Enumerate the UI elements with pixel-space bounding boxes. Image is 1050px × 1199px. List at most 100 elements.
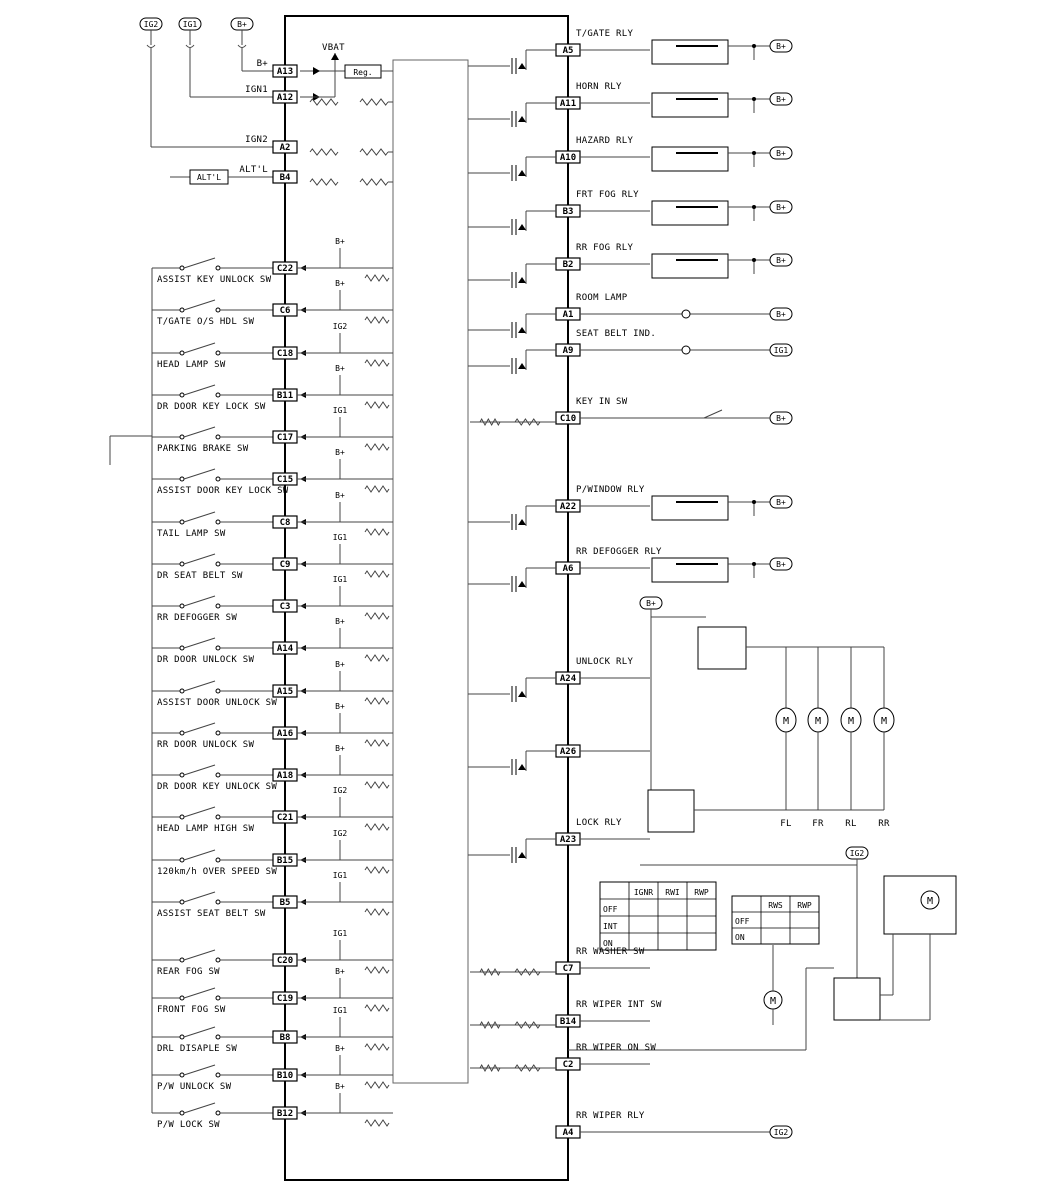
- svg-text:M: M: [770, 996, 776, 1007]
- supply-label: IG2: [774, 1128, 789, 1137]
- supply-label: B+: [776, 42, 786, 51]
- svg-text:M: M: [848, 716, 854, 727]
- output-row-A26: A26: [468, 744, 650, 775]
- motor-label: FL: [780, 819, 791, 829]
- switch-label: DR DOOR KEY LOCK SW: [157, 402, 266, 412]
- switch-label: RR DEFOGGER SW: [157, 613, 237, 623]
- net-label: IGN1: [245, 85, 268, 95]
- pin-label: A11: [560, 99, 576, 109]
- supply-label: IG2: [333, 786, 348, 795]
- switch-label: REAR FOG SW: [157, 967, 220, 977]
- table-header: RWI: [665, 888, 680, 897]
- alternator-input: ALT'L: [170, 169, 285, 185]
- output-label: P/WINDOW RLY: [576, 485, 645, 495]
- svg-text:M: M: [927, 896, 933, 907]
- supply-label: B+: [776, 149, 786, 158]
- pin-label: B3: [563, 207, 574, 217]
- switch-label: ASSIST SEAT BELT SW: [157, 909, 266, 919]
- supply-label: IG1: [333, 533, 348, 542]
- pin-label: C22: [277, 264, 293, 274]
- net-label: IGN2: [245, 135, 268, 145]
- output-label: HORN RLY: [576, 82, 622, 92]
- net-label: B+: [257, 59, 269, 69]
- output-label: T/GATE RLY: [576, 29, 633, 39]
- output-label: RR WIPER INT SW: [576, 1000, 662, 1010]
- table-header: IGNR: [634, 888, 653, 897]
- switch-label: HEAD LAMP SW: [157, 360, 226, 370]
- pin-label: A10: [560, 153, 576, 163]
- output-row-A24: A24 UNLOCK RLY: [468, 657, 650, 702]
- input-row-B11: DR DOOR KEY LOCK SW B11 B+: [152, 364, 393, 412]
- table-header: RWS: [768, 901, 783, 910]
- supply-label: B+: [335, 744, 345, 753]
- svg-text:M: M: [815, 716, 821, 727]
- pin-label: C3: [280, 602, 291, 612]
- supply-label: B+: [335, 660, 345, 669]
- supply-label: B+: [335, 279, 345, 288]
- output-row-B14: B14 RR WIPER INT SW: [470, 1000, 662, 1030]
- pin-label: C20: [277, 956, 293, 966]
- supply-label: B+: [335, 1044, 345, 1053]
- pin-label: A4: [563, 1128, 574, 1138]
- motor-RR: MRR: [873, 647, 895, 829]
- alt-box-label: ALT'L: [197, 173, 221, 182]
- supply-label: IG1: [774, 346, 789, 355]
- pin-label: C8: [280, 518, 291, 528]
- output-label: UNLOCK RLY: [576, 657, 633, 667]
- supply-label: B+: [776, 256, 786, 265]
- output-label: HAZARD RLY: [576, 136, 633, 146]
- pin-label: B11: [277, 391, 293, 401]
- motor-RL: M RL: [840, 647, 862, 829]
- supply-label: IG2: [333, 829, 348, 838]
- input-row-C3: RR DEFOGGER SW C3 IG1: [152, 575, 393, 623]
- output-label: SEAT BELT IND.: [576, 329, 656, 339]
- switch-label: DR DOOR KEY UNLOCK SW: [157, 782, 277, 792]
- switch-label: FRONT FOG SW: [157, 1005, 226, 1015]
- rear-wiper-motor: IG2 M M: [568, 846, 957, 1051]
- supply-label: B+: [335, 702, 345, 711]
- vbat-label: VBAT: [322, 43, 345, 53]
- pin-label: A23: [560, 835, 576, 845]
- output-label: KEY IN SW: [576, 397, 628, 407]
- pin-label: A14: [277, 644, 294, 654]
- switch-label: ASSIST DOOR KEY LOCK SW: [157, 486, 289, 496]
- output-label: RR WIPER RLY: [576, 1111, 645, 1121]
- supply-label: B+: [335, 967, 345, 976]
- pin-label: B14: [560, 1017, 577, 1027]
- supply-label: IG1: [333, 575, 348, 584]
- switch-label: T/GATE O/S HDL SW: [157, 317, 254, 327]
- output-label: RR WASHER SW: [576, 947, 645, 957]
- pin-label: C7: [563, 964, 574, 974]
- pin-label: C9: [280, 560, 291, 570]
- svg-text:IG2: IG2: [144, 20, 159, 29]
- motor-label: RL: [845, 819, 856, 829]
- pin-label: A12: [277, 93, 293, 103]
- table-row-label: INT: [603, 922, 618, 931]
- source-bplus: B+: [230, 17, 285, 72]
- pin-label: A24: [560, 674, 577, 684]
- svg-text:IG1: IG1: [183, 20, 198, 29]
- supply-label: B+: [335, 364, 345, 373]
- pin-label: A22: [560, 502, 576, 512]
- pin-label: B4: [280, 173, 291, 183]
- table-row-label: OFF: [603, 905, 618, 914]
- supply-label: B+: [776, 414, 786, 423]
